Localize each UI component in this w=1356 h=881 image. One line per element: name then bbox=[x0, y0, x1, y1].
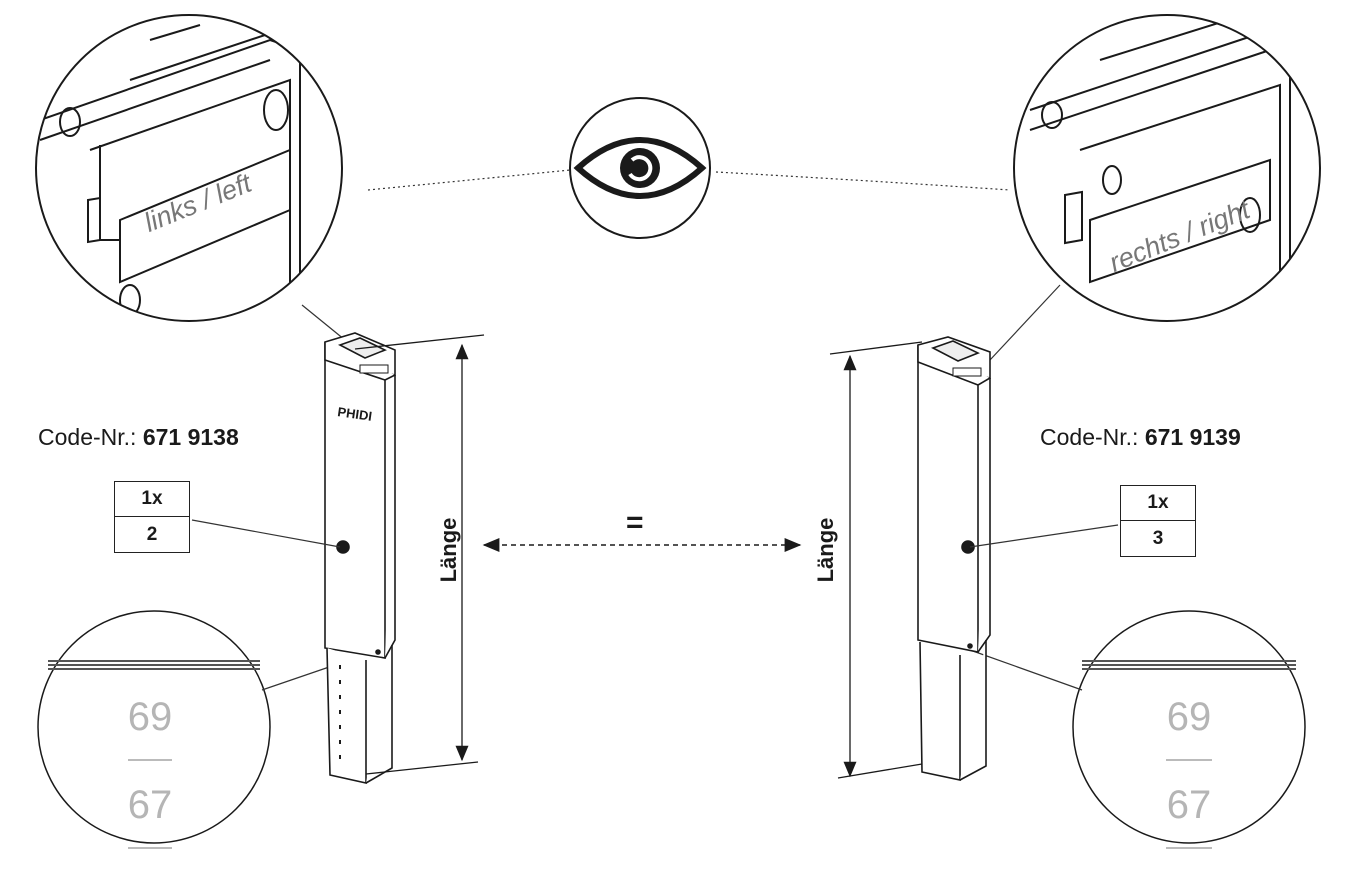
code-value-left: 671 9138 bbox=[142, 424, 239, 450]
scale-value-right-top: 69 bbox=[1167, 695, 1212, 739]
leader-line-right-top bbox=[989, 284, 1061, 361]
brand-logo: PHIDI bbox=[337, 404, 373, 424]
detail-circle-left-tag bbox=[35, 14, 343, 322]
code-value-right: 671 9139 bbox=[1144, 424, 1241, 450]
leader-line-right-bottom bbox=[969, 649, 1083, 691]
post-right bbox=[917, 336, 991, 781]
length-label-left: Länge bbox=[436, 517, 461, 583]
scale-value-right-bottom: 67 bbox=[1167, 783, 1212, 827]
quantity-left: 1x bbox=[115, 482, 189, 517]
leader-line-left-bottom bbox=[261, 664, 336, 691]
item-number-left: 2 bbox=[146, 523, 158, 545]
quantity-box-left: 1x 2 bbox=[114, 481, 190, 553]
scale-value-left-top: 69 bbox=[128, 695, 173, 739]
length-label-right: Länge bbox=[813, 517, 838, 583]
detail-circle-right-scale: 69 67 bbox=[1072, 610, 1306, 849]
dimension-right bbox=[829, 341, 923, 779]
box-leader-left bbox=[191, 519, 341, 548]
box-leader-right bbox=[969, 524, 1119, 548]
code-prefix-right: Code-Nr.: bbox=[1040, 424, 1145, 450]
quantity-right: 1x bbox=[1121, 486, 1195, 521]
code-prefix-left: Code-Nr.: bbox=[38, 424, 143, 450]
code-number-right: Code-Nr.: 671 9139 bbox=[1040, 424, 1241, 451]
eye-icon bbox=[569, 97, 711, 239]
detail-circle-right-tag bbox=[1013, 14, 1321, 322]
scale-value-left-bottom: 67 bbox=[128, 783, 173, 827]
sight-line-right bbox=[715, 171, 1011, 191]
equal-sign: = bbox=[626, 506, 644, 539]
dimension-left bbox=[354, 334, 485, 775]
post-left bbox=[324, 332, 396, 784]
quantity-box-right: 1x 3 bbox=[1120, 485, 1196, 557]
leader-line-left-top bbox=[301, 304, 346, 341]
item-number-right: 3 bbox=[1152, 527, 1164, 549]
detail-circle-left-scale: 69 67 bbox=[37, 610, 271, 849]
code-number-left: Code-Nr.: 671 9138 bbox=[38, 424, 239, 451]
sight-line-left bbox=[367, 169, 571, 191]
